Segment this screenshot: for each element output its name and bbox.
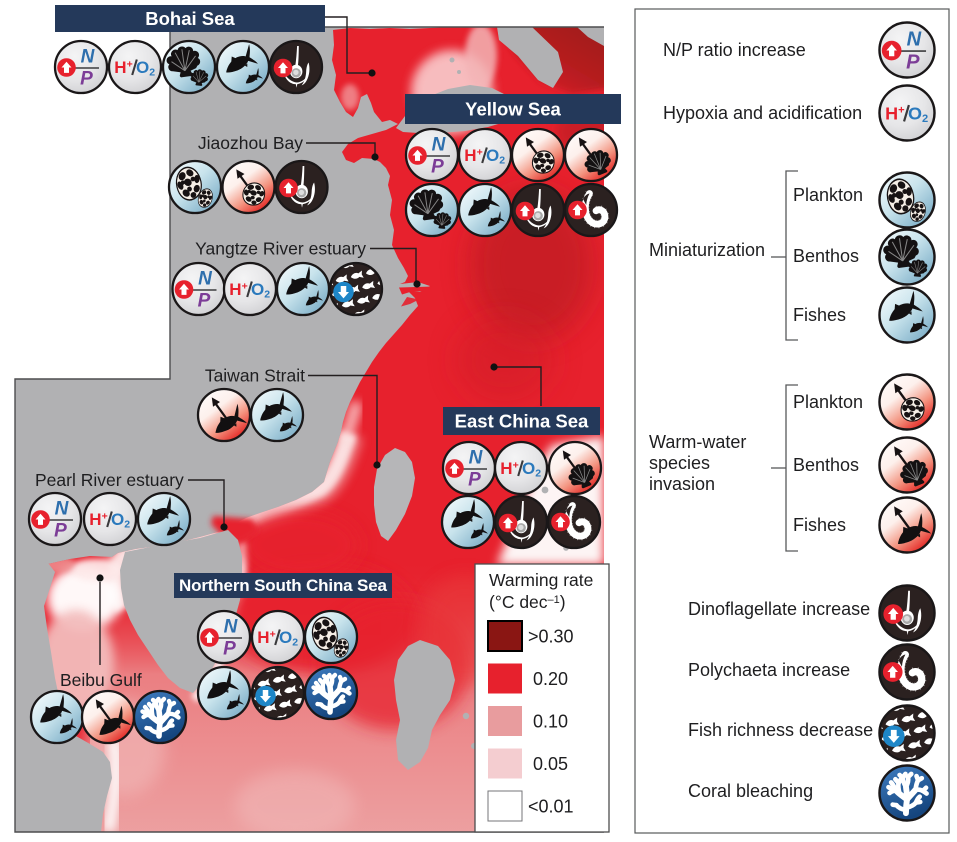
svg-text:Benthos: Benthos: [793, 246, 859, 266]
svg-text:0.20: 0.20: [533, 669, 568, 689]
svg-text:species: species: [649, 453, 710, 473]
svg-text:Warming rate: Warming rate: [489, 570, 593, 590]
svg-text:Benthos: Benthos: [793, 455, 859, 475]
svg-text:Dinoflagellate increase: Dinoflagellate increase: [688, 599, 870, 619]
svg-text:Polychaeta increase: Polychaeta increase: [688, 660, 850, 680]
svg-text:Fishes: Fishes: [793, 515, 846, 535]
svg-text:invasion: invasion: [649, 474, 715, 494]
svg-text:Hypoxia and acidification: Hypoxia and acidification: [663, 103, 862, 123]
svg-text:Fish richness decrease: Fish richness decrease: [688, 720, 873, 740]
svg-text:Taiwan Strait: Taiwan Strait: [205, 366, 305, 386]
svg-text:Warm-water: Warm-water: [649, 432, 746, 452]
svg-text:Bohai Sea: Bohai Sea: [145, 8, 235, 29]
svg-text:Plankton: Plankton: [793, 185, 863, 205]
svg-text:0.05: 0.05: [533, 754, 568, 774]
svg-text:<0.01: <0.01: [528, 797, 574, 817]
svg-text:Beibu Gulf: Beibu Gulf: [60, 670, 142, 690]
svg-text:>0.30: >0.30: [528, 627, 574, 647]
svg-text:(°C dec–1): (°C dec–1): [489, 592, 566, 612]
svg-text:Yangtze River estuary: Yangtze River estuary: [195, 239, 366, 259]
svg-text:Coral bleaching: Coral bleaching: [688, 781, 813, 801]
svg-text:Plankton: Plankton: [793, 392, 863, 412]
svg-text:Miniaturization: Miniaturization: [649, 240, 765, 260]
svg-text:Northern South China Sea: Northern South China Sea: [179, 576, 388, 595]
svg-text:N/P ratio increase: N/P ratio increase: [663, 40, 806, 60]
svg-text:Jiaozhou Bay: Jiaozhou Bay: [198, 133, 303, 153]
svg-text:Fishes: Fishes: [793, 305, 846, 325]
svg-text:0.10: 0.10: [533, 712, 568, 732]
svg-text:Pearl River estuary: Pearl River estuary: [35, 470, 184, 490]
svg-text:Yellow Sea: Yellow Sea: [465, 99, 561, 120]
svg-text:East China Sea: East China Sea: [455, 411, 589, 432]
